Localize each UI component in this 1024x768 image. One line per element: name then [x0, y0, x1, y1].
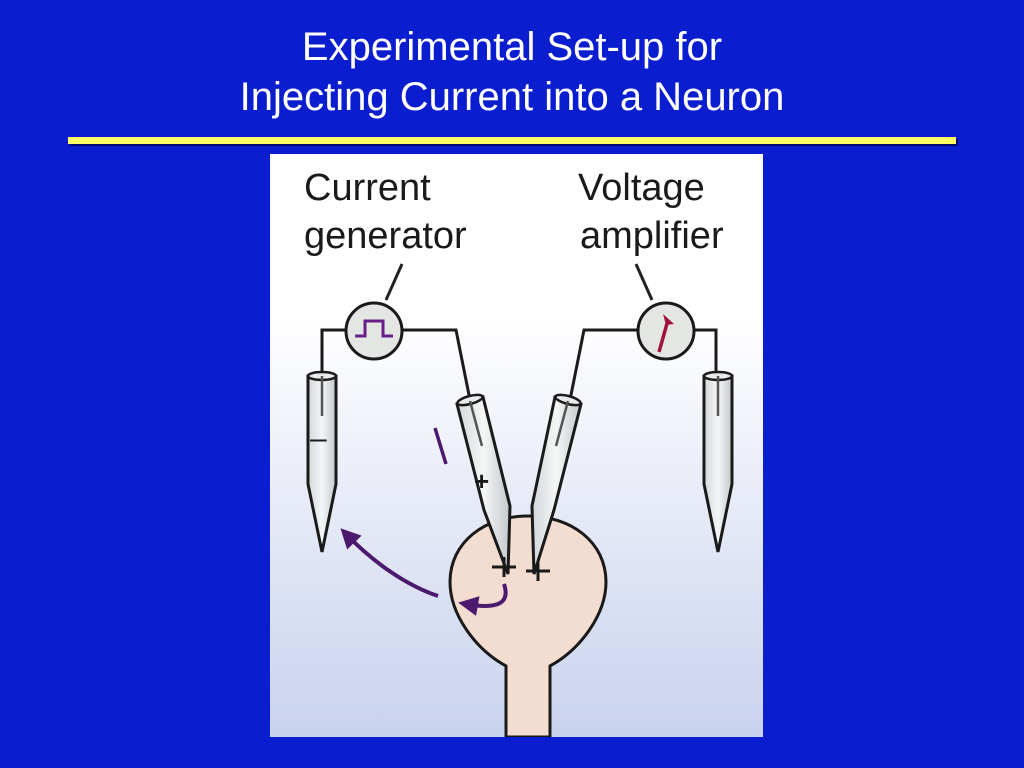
- meter-needle-tip-icon: [663, 314, 674, 325]
- wires: [320, 328, 718, 401]
- square-pulse-icon: [355, 319, 393, 338]
- slide-title-line-1: Experimental Set-up for: [301, 25, 723, 69]
- current-generator: [344, 301, 404, 361]
- current-generator-label-line-1: Current: [304, 167, 431, 209]
- current-generator-leader-line: [384, 263, 404, 301]
- wire-amplifier-to-recording-electrode: [568, 328, 640, 401]
- reference-electrode: [702, 370, 734, 553]
- plus-sign: +: [474, 466, 489, 496]
- slide-title-line-2: Injecting Current into a Neuron: [239, 75, 785, 119]
- current-return-arrow-icon: [340, 528, 439, 598]
- wire-generator-to-ground: [320, 328, 346, 376]
- injection-electrode: [455, 393, 512, 575]
- neuron-soma: [448, 514, 608, 737]
- recording-electrode: [530, 393, 583, 575]
- voltage-amplifier: [636, 301, 696, 361]
- current-flow-tick-mark: [433, 427, 448, 465]
- wire-amplifier-to-reference: [693, 328, 718, 376]
- minus-sign: –: [310, 422, 327, 455]
- wire-generator-to-injection-electrode: [402, 328, 472, 401]
- meter-needle-icon: [657, 319, 670, 353]
- voltage-amplifier-leader-line: [634, 263, 654, 301]
- title-divider: [68, 137, 956, 144]
- slide-title: Experimental Set-up for Injecting Curren…: [0, 22, 1024, 122]
- neuron: [448, 514, 608, 737]
- tip-charge-marks: [492, 557, 550, 581]
- voltage-amplifier-label-line-1: Voltage: [578, 167, 705, 209]
- current-generator-dial: [344, 301, 404, 361]
- current-injection-diagram: Current generator Voltage amplifier: [270, 154, 763, 737]
- diagram-panel: Current generator Voltage amplifier: [270, 154, 763, 737]
- ground-electrode: [306, 370, 338, 553]
- current-injection-arrow-icon: [458, 583, 508, 616]
- voltage-amplifier-label-line-2: amplifier: [580, 215, 724, 257]
- current-generator-label-line-2: generator: [304, 215, 467, 257]
